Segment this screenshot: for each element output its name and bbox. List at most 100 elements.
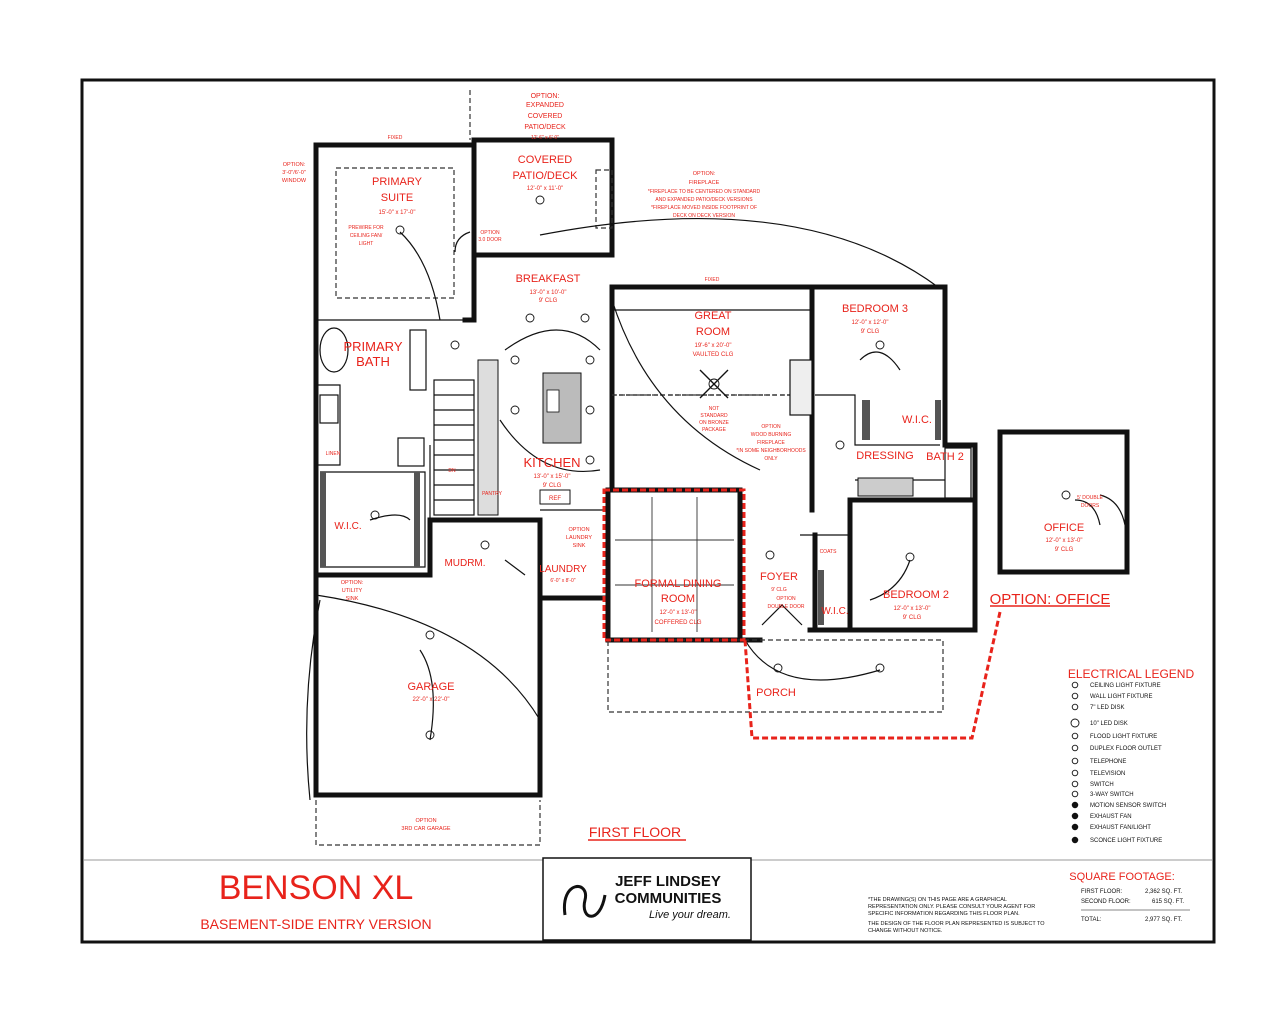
fireplace-note-5: *FIREPLACE MOVED INSIDE FOOTPRINT OF — [651, 205, 757, 211]
garage-label: GARAGE — [407, 681, 454, 693]
legend-item-label: EXHAUST FAN/LIGHT — [1090, 825, 1151, 831]
legend-item-label: 3-WAY SWITCH — [1090, 792, 1134, 798]
disclaimer-line-1: *THE DRAWING(S) ON THIS PAGE ARE A GRAPH… — [868, 897, 1007, 903]
primary-suite-note-1: PREWIRE FOR — [348, 225, 384, 231]
bath-2-label: BATH 2 — [926, 451, 964, 463]
office-ceiling: 9' CLG — [1055, 547, 1074, 553]
sqft-first-label: FIRST FLOOR: — [1081, 889, 1123, 895]
fireplace-note-4: AND EXPANDED PATIO/DECK VERSIONS — [655, 197, 753, 203]
bath-fixtures — [319, 327, 972, 499]
option-door-note-1: OPTION — [480, 230, 500, 236]
option-office-label: OPTION: OFFICE — [990, 591, 1111, 608]
stair — [433, 379, 475, 516]
foyer-label: FOYER — [760, 571, 798, 583]
telephone-icon — [1071, 757, 1079, 765]
duplex-outlet-icon — [1071, 744, 1079, 752]
wood-fireplace-note-2: WOOD BURNING — [751, 432, 792, 438]
sqft-total-label: TOTAL: — [1081, 917, 1102, 923]
breakfast-size: 13'-0" x 10'-0" — [530, 290, 567, 296]
great-room-size: 19'-6" x 20'-0" — [695, 343, 732, 349]
mudroom-label: MUDRM. — [444, 558, 485, 569]
option-door-note-2: 3.0 DOOR — [478, 237, 502, 243]
not-standard-note-2: STANDARD — [700, 413, 728, 419]
wall-light-icon — [1071, 692, 1079, 700]
legend-item-label: CEILING LIGHT FIXTURE — [1090, 683, 1161, 689]
breakfast-label: BREAKFAST — [516, 273, 581, 285]
sqft-first-value: 2,362 SQ. FT. — [1145, 889, 1182, 895]
kitchen-label: KITCHEN — [523, 455, 580, 470]
great-room-ceiling: VAULTED CLG — [693, 352, 734, 358]
exhaust-fan-light-icon — [1071, 823, 1079, 831]
ref-note: REF — [549, 496, 561, 502]
flood-light-icon — [1071, 732, 1079, 740]
option-window-note-2: 3'-0"/6'-0" — [282, 170, 305, 176]
bedroom-3-ceiling: 9' CLG — [861, 329, 880, 335]
legend-item-label: DUPLEX FLOOR OUTLET — [1090, 746, 1162, 752]
third-car-note-2: 3RD CAR GARAGE — [401, 826, 451, 832]
logo-line-1: JEFF LINDSEY — [615, 873, 721, 890]
down-note: DN — [448, 468, 456, 474]
doors — [454, 231, 1126, 626]
company-logo: JEFF LINDSEY COMMUNITIES Live your dream… — [542, 857, 752, 941]
coffered-ceiling-grid — [615, 497, 734, 632]
formal-dining-ceiling: COFFERED CLG — [654, 620, 701, 626]
porch-label: PORCH — [756, 687, 796, 699]
coats-note: COATS — [820, 549, 838, 555]
laundry-sink-note-3: SINK — [573, 543, 586, 549]
logo-monogram-icon — [562, 885, 607, 918]
kitchen-fixtures — [477, 359, 582, 516]
office-note-2: DOORS — [1081, 503, 1100, 509]
room-labels: PRIMARY SUITE 15'-0" x 17'-0" PREWIRE FO… — [334, 93, 1103, 703]
office-size: 12'-0" x 13'-0" — [1046, 538, 1083, 544]
led-disk-10-icon — [1070, 718, 1080, 728]
foyer-note-1: OPTION — [776, 596, 796, 602]
logo-tagline: Live your dream. — [649, 909, 731, 921]
expanded-patio-line-3: COVERED — [528, 113, 563, 120]
legend-item-label: 7" LED DISK — [1090, 705, 1124, 711]
sqft-total-value: 2,977 SQ. FT. — [1145, 917, 1182, 923]
sqft-second-value: 615 SQ. FT. — [1152, 899, 1184, 905]
primary-suite-size: 15'-0" x 17'-0" — [379, 210, 416, 216]
expanded-patio-size: 12'-6" x 6'-0" — [531, 135, 559, 141]
primary-suite-note-2: CEILING FAN/ — [350, 233, 383, 239]
legend-item-label: SWITCH — [1090, 782, 1114, 788]
switch-icon — [1071, 780, 1079, 788]
electrical-arcs — [306, 217, 939, 801]
electrical-legend: ELECTRICAL LEGEND CEILING LIGHT FIXTUREW… — [1068, 667, 1195, 844]
not-standard-note-1: NOT — [709, 406, 720, 412]
sqft-second-label: SECOND FLOOR: — [1081, 899, 1131, 905]
office-label: OFFICE — [1044, 522, 1084, 534]
utility-sink-note-3: SINK — [346, 596, 359, 602]
sconce-icon — [1071, 836, 1079, 844]
fireplace-note-2: FIREPLACE — [689, 180, 720, 186]
expanded-patio-line-2: EXPANDED — [526, 102, 564, 109]
plan-name: BENSON XL — [219, 869, 414, 907]
not-standard-note-3: ON BRONZE — [699, 420, 729, 426]
formal-dining-label-2: ROOM — [661, 593, 695, 605]
dressing-label: DRESSING — [856, 450, 913, 462]
bedroom-2-ceiling: 9' CLG — [903, 615, 922, 621]
option-window-note-1: OPTION: — [283, 162, 306, 168]
foyer-note-2: DOUBLE DOOR — [768, 604, 805, 610]
covered-patio-size: 12'-0" x 11'-0" — [527, 186, 563, 192]
wood-fireplace-note-4: *IN SOME NEIGHBORHOODS — [736, 448, 806, 454]
primary-bath-label-1: PRIMARY — [344, 339, 403, 354]
plan-version: BASEMENT-SIDE ENTRY VERSION — [200, 916, 431, 932]
wic-primary-label: W.I.C. — [334, 521, 361, 532]
legend-item-label: MOTION SENSOR SWITCH — [1090, 803, 1166, 809]
motion-sensor-icon — [1071, 801, 1079, 809]
primary-suite-label-1: PRIMARY — [372, 176, 423, 188]
legend-title: ELECTRICAL LEGEND — [1068, 667, 1195, 681]
great-room-label-2: ROOM — [696, 326, 730, 338]
first-floor-label: FIRST FLOOR — [589, 824, 681, 840]
exhaust-fan-icon — [1071, 812, 1079, 820]
formal-dining-label-1: FORMAL DINING — [635, 578, 722, 590]
bedroom-2-size: 12'-0" x 13'-0" — [894, 606, 931, 612]
pantry-note: PANTRY — [482, 491, 502, 497]
fireplace-note-3: *FIREPLACE TO BE CENTERED ON STANDARD — [648, 189, 761, 195]
fixed-note-2: FIXED — [705, 277, 720, 283]
covered-patio-label-1: COVERED — [518, 154, 572, 166]
formal-dining-size: 12'-0" x 13'-0" — [660, 610, 697, 616]
third-car-note-1: OPTION — [415, 818, 436, 824]
